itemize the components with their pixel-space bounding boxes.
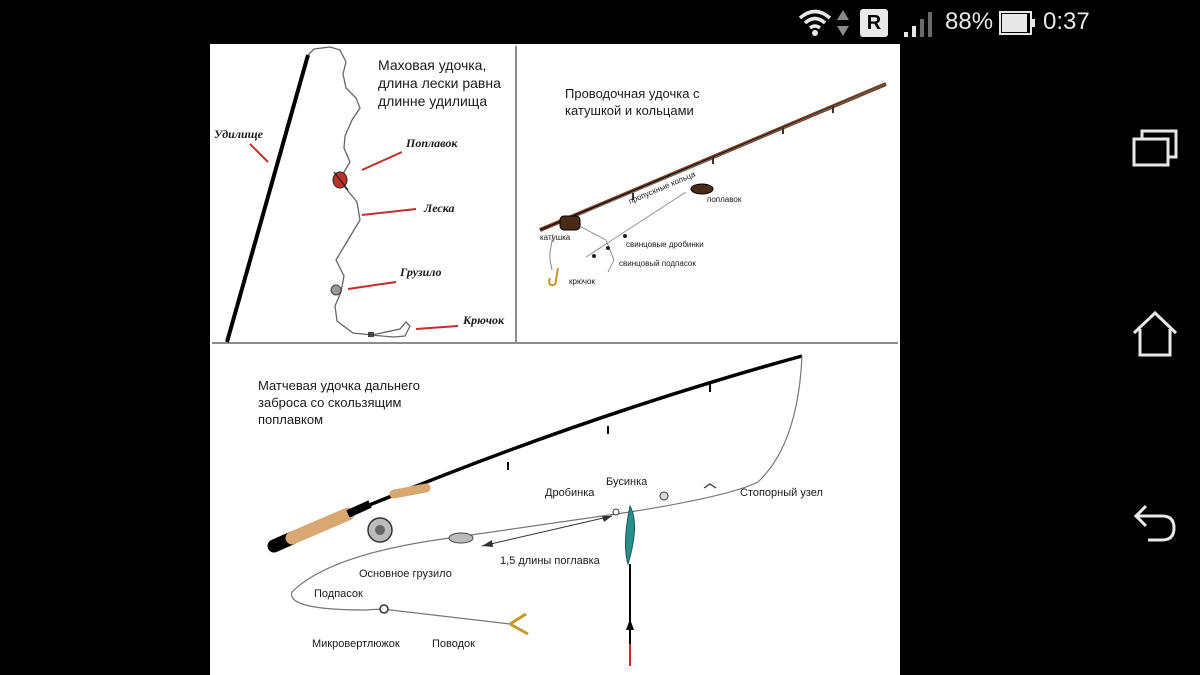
recents-button[interactable] [1125, 120, 1185, 180]
sinker-marker [330, 284, 342, 296]
fishing-line [307, 46, 411, 338]
label-bottom-weight2: свинцовый подпасок [619, 259, 696, 268]
label-rod: Удилище [214, 127, 264, 141]
float2-marker [690, 183, 714, 195]
teal-float-marker [624, 504, 635, 566]
back-icon [1130, 500, 1180, 549]
label-float: Поплавок [405, 136, 458, 150]
label-hook: Крючок [462, 313, 505, 327]
label-stop-knot: Стопорный узел [740, 487, 823, 499]
pole-rod [225, 54, 310, 343]
label-main-sinker: Основное грузило [359, 568, 452, 580]
data-arrows-icon [836, 8, 850, 45]
label-hook2: крючок [569, 277, 595, 286]
cork-handle [285, 507, 355, 545]
label-float2: поплавок [707, 195, 742, 204]
pole-rod-title-2: длина лески равна [378, 75, 501, 91]
fishing-rods-diagram: Маховая удочка, длина лески равна длинне… [210, 44, 900, 675]
recents-icon [1130, 127, 1180, 174]
roaming-badge-text: R [866, 12, 882, 34]
clock: 0:37 [1043, 8, 1090, 35]
pole-rod-title-3: длинне удилища [378, 93, 487, 109]
match-rod-title-2: заброса со скользящим [258, 395, 402, 410]
label-swivel: Микровертлюжок [312, 638, 400, 650]
label-shot3: Дробинка [545, 487, 595, 499]
label-bottom-weight3: Подпасок [314, 588, 363, 600]
image-viewer[interactable]: R 88% 0:37 [0, 0, 1110, 675]
battery-icon [999, 9, 1037, 44]
main-sinker-marker [448, 532, 474, 544]
home-button[interactable] [1125, 306, 1185, 366]
label-sinker: Грузило [399, 265, 441, 279]
label-distance: 1,5 длины поглавка [500, 555, 601, 567]
float-rod-diagram: Проводочная удочка с катушкой и кольцами [539, 82, 887, 287]
pole-rod-diagram: Маховая удочка, длина лески равна длинне… [214, 46, 505, 343]
match-rod-title-1: Матчевая удочка дальнего [258, 378, 420, 393]
roaming-icon: R [860, 9, 888, 37]
label-shot2: свинцовые дробинки [626, 240, 704, 249]
pole-rod-title-1: Маховая удочка, [378, 57, 486, 73]
home-icon [1130, 309, 1180, 364]
back-button[interactable] [1125, 494, 1185, 554]
label-leader: Поводок [432, 638, 475, 650]
navigation-bar [1110, 0, 1200, 675]
label-bead: Бусинка [606, 476, 648, 488]
signal-icon [903, 10, 935, 45]
match-rod-title-3: поплавком [258, 412, 323, 427]
wifi-icon [798, 7, 832, 44]
status-bar: R 88% 0:37 [0, 0, 1110, 46]
match-rod-diagram: Матчевая удочка дальнего заброса со скол… [258, 354, 823, 666]
reel-marker [559, 215, 581, 231]
float-rod-title-1: Проводочная удочка с [565, 86, 700, 101]
label-line: Леска [423, 201, 455, 215]
float-rod-title-2: катушкой и кольцами [565, 103, 694, 118]
battery-percent: 88% [945, 8, 994, 35]
label-reel: катушка [540, 233, 571, 242]
